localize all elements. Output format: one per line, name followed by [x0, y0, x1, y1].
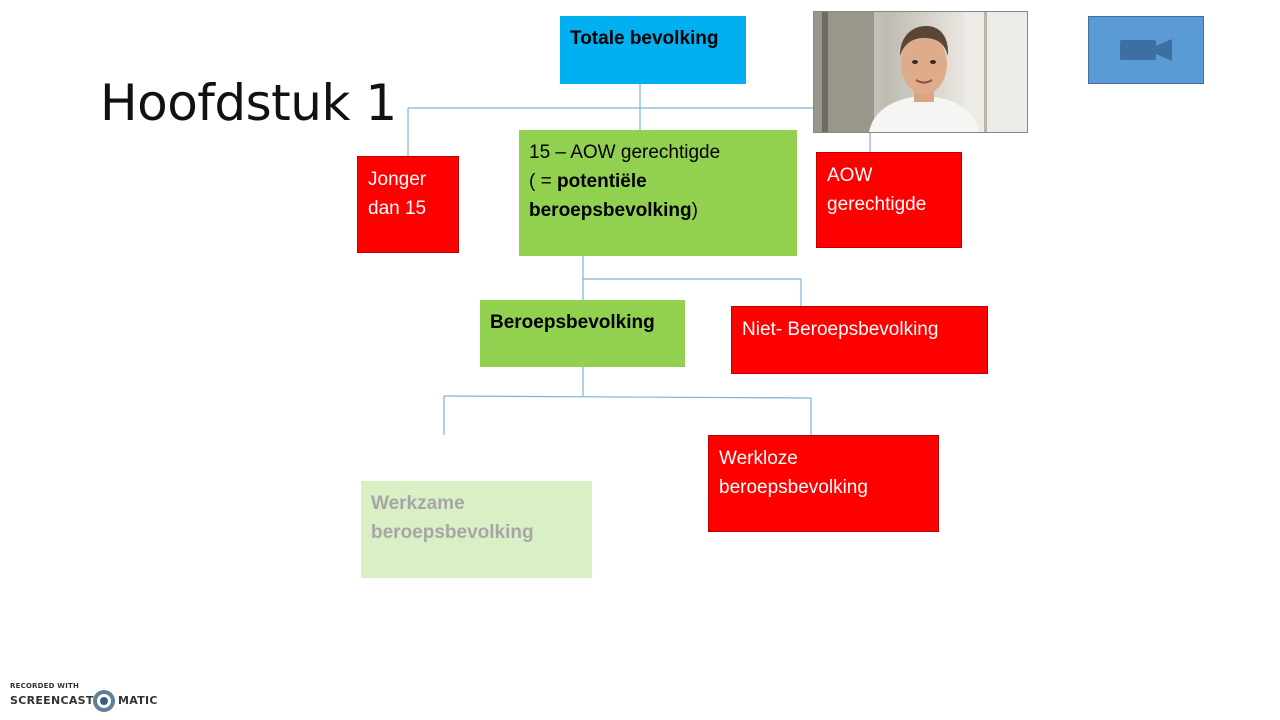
box-potential-bold2: beroepsbevolking [529, 200, 692, 221]
connector-level4-bar [443, 395, 812, 399]
screencast-watermark: RECORDED WITH SCREENCAST MATIC [10, 682, 160, 714]
box-total-population: Totale bevolking [560, 16, 746, 84]
box-potential-open: ( = [529, 171, 557, 192]
box-younger-than-15-label: Jonger dan 15 [368, 169, 427, 219]
box-aow-entitled: AOW gerechtigde [816, 152, 962, 248]
camera-button[interactable] [1088, 16, 1204, 84]
watermark-brand-left: SCREENCAST [10, 694, 94, 707]
box-potential-line1: 15 – AOW gerechtigde [529, 142, 721, 163]
box-total-population-label: Totale bevolking [570, 28, 719, 49]
screencast-logo-icon [93, 690, 115, 712]
box-labor-force-label: Beroepsbevolking [490, 312, 655, 333]
box-aow-entitled-label: AOW gerechtigde [827, 165, 927, 215]
webcam-overlay [813, 11, 1028, 133]
box-non-labor-force-label: Niet- Beroepsbevolking [742, 319, 939, 340]
box-labor-force: Beroepsbevolking [480, 300, 685, 367]
box-potential-line3: beroepsbevolking) [529, 196, 787, 225]
watermark-recorded-with: RECORDED WITH [10, 682, 80, 690]
slide-title: Hoofdstuk 1 [100, 74, 397, 132]
video-camera-icon [1120, 39, 1172, 61]
box-non-labor-force: Niet- Beroepsbevolking [731, 306, 988, 374]
watermark-brand-right: MATIC [118, 694, 158, 707]
box-employed-label: Werkzame beroepsbevolking [371, 493, 534, 543]
box-potential-bold1: potentiële [556, 171, 647, 192]
box-potential-close: ) [691, 200, 698, 221]
box-younger-than-15: Jonger dan 15 [357, 156, 459, 253]
box-unemployed-labor-force: Werkloze beroepsbevolking [708, 435, 939, 532]
box-employed-labor-force: Werkzame beroepsbevolking [361, 481, 592, 578]
box-potential-line2: ( = potentiële [529, 167, 787, 196]
box-unemployed-label: Werkloze beroepsbevolking [719, 448, 868, 498]
box-potential-labor-force: 15 – AOW gerechtigde ( = potentiële bero… [519, 130, 797, 256]
webcam-presenter-image [814, 12, 1027, 132]
